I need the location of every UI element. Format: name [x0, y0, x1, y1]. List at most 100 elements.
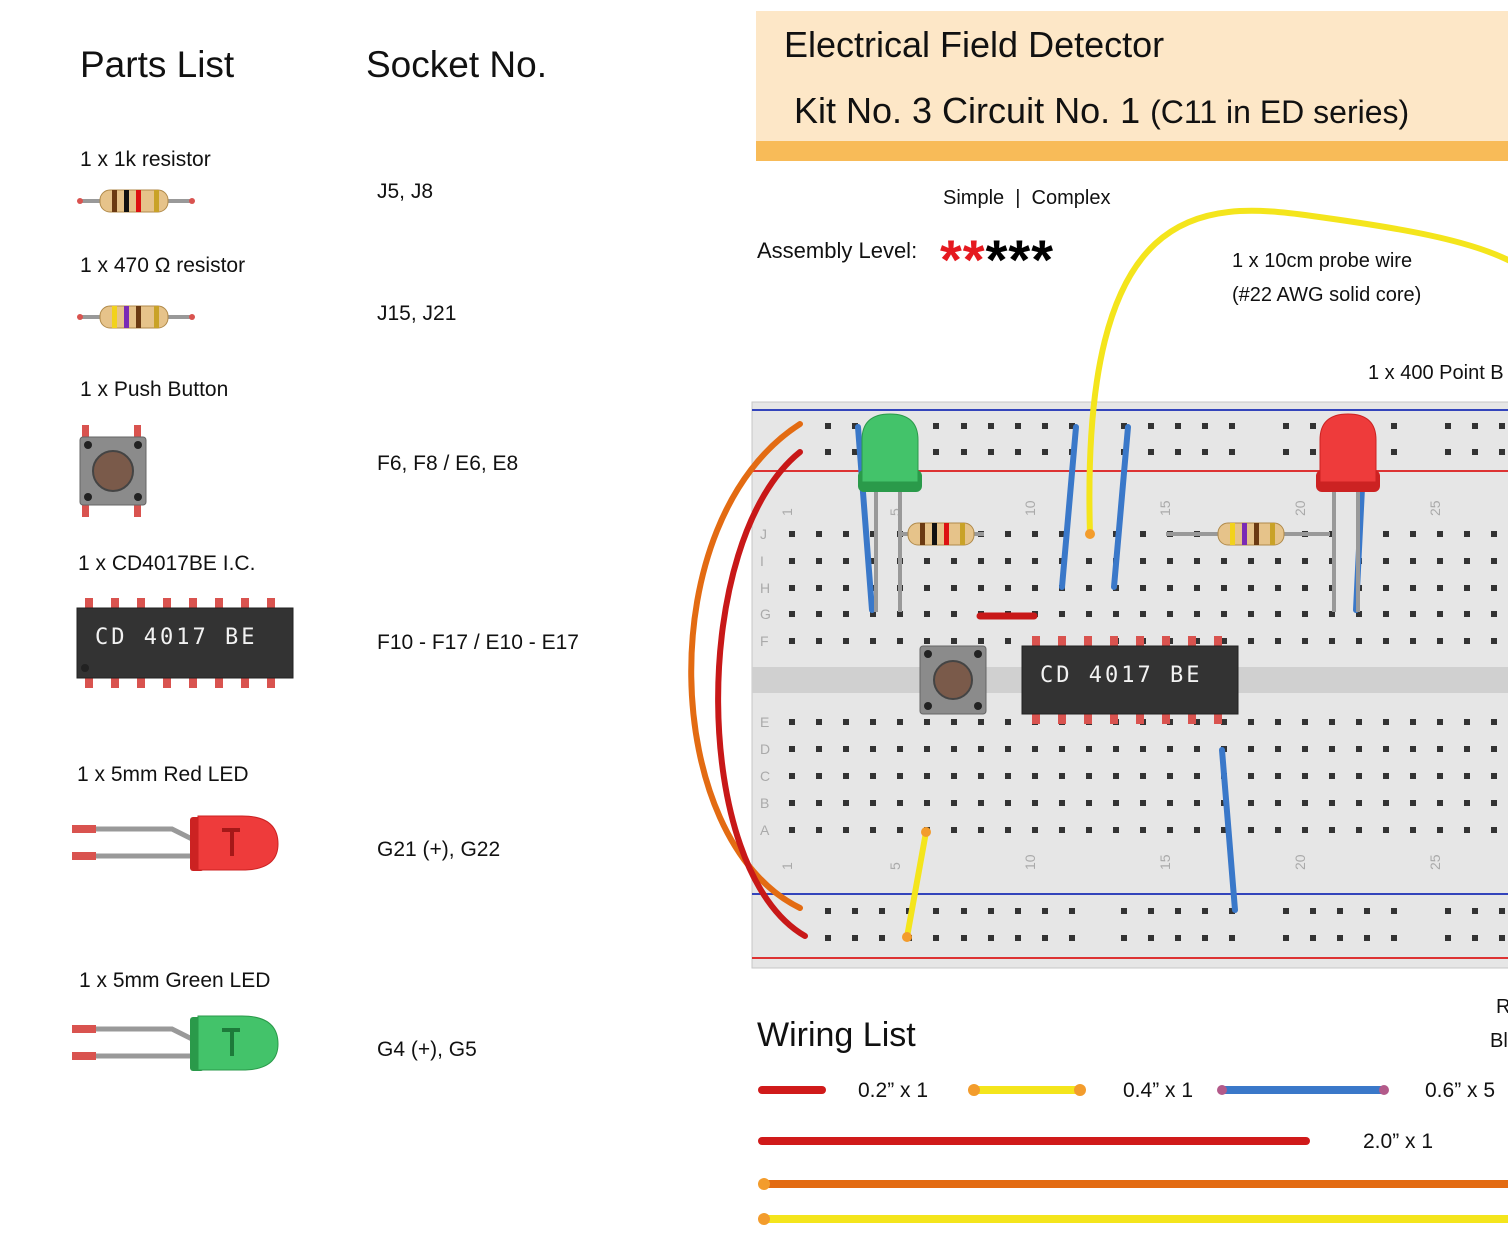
- breadboard-hole: [1005, 531, 1011, 537]
- rail-hole: [1310, 449, 1316, 455]
- breadboard-hole: [789, 638, 795, 644]
- breadboard-hole: [1059, 531, 1065, 537]
- breadboard-hole: [1464, 611, 1470, 617]
- ic-pin: [1162, 636, 1170, 648]
- breadboard-hole: [1356, 746, 1362, 752]
- breadboard-hole: [870, 558, 876, 564]
- rail-hole: [852, 449, 858, 455]
- breadboard-hole: [1356, 638, 1362, 644]
- rail-hole: [852, 423, 858, 429]
- rail-hole: [1202, 935, 1208, 941]
- breadboard-hole: [1329, 773, 1335, 779]
- breadboard-hole: [1410, 827, 1416, 833]
- breadboard-hole: [1464, 638, 1470, 644]
- breadboard-row-letter: G: [760, 606, 771, 622]
- breadboard-hole: [924, 638, 930, 644]
- breadboard-hole: [1167, 611, 1173, 617]
- breadboard-hole: [978, 773, 984, 779]
- breadboard-hole: [897, 611, 903, 617]
- breadboard-hole: [1464, 800, 1470, 806]
- breadboard-hole: [1302, 773, 1308, 779]
- board-ic-label: CD 4017 BE: [1040, 663, 1202, 688]
- rail-hole: [1175, 935, 1181, 941]
- rail-hole: [1445, 449, 1451, 455]
- breadboard-hole: [816, 773, 822, 779]
- breadboard-hole: [816, 827, 822, 833]
- breadboard-hole: [1491, 531, 1497, 537]
- breadboard-hole: [951, 719, 957, 725]
- breadboard-column-number: 10: [1022, 854, 1038, 870]
- breadboard-hole: [1140, 531, 1146, 537]
- breadboard-hole: [1248, 558, 1254, 564]
- breadboard-hole: [789, 719, 795, 725]
- breadboard-hole: [924, 773, 930, 779]
- breadboard-hole: [924, 800, 930, 806]
- breadboard-hole: [978, 558, 984, 564]
- breadboard-hole: [1059, 746, 1065, 752]
- wire-sample-yellow: [968, 1084, 1086, 1096]
- breadboard-hole: [1491, 611, 1497, 617]
- breadboard-hole: [1248, 638, 1254, 644]
- breadboard-hole: [951, 800, 957, 806]
- rail-hole: [1391, 423, 1397, 429]
- breadboard-hole: [816, 585, 822, 591]
- ic-pin: [1188, 712, 1196, 724]
- breadboard-hole: [1275, 611, 1281, 617]
- rail-hole: [1175, 423, 1181, 429]
- breadboard-row-letter: B: [760, 795, 769, 811]
- breadboard-hole: [1275, 558, 1281, 564]
- rail-hole: [1229, 908, 1235, 914]
- breadboard-hole: [951, 746, 957, 752]
- breadboard-hole: [951, 611, 957, 617]
- breadboard-hole: [897, 827, 903, 833]
- blue-jumper-3: [1219, 747, 1238, 913]
- breadboard-hole: [1302, 800, 1308, 806]
- breadboard-hole: [978, 746, 984, 752]
- ic-pin: [1188, 636, 1196, 648]
- breadboard-hole: [1005, 638, 1011, 644]
- rail-hole: [988, 935, 994, 941]
- rail-hole: [1069, 908, 1075, 914]
- breadboard-hole: [951, 827, 957, 833]
- breadboard-hole: [843, 800, 849, 806]
- breadboard-hole: [1140, 773, 1146, 779]
- socket-resistor-1k: J5, J8: [377, 180, 434, 203]
- breadboard-hole: [1167, 773, 1173, 779]
- kit-circuit-label: Kit No. 3 Circuit No. 1: [794, 90, 1141, 131]
- rail-hole: [933, 449, 939, 455]
- breadboard-hole: [1356, 827, 1362, 833]
- breadboard-hole: [1275, 585, 1281, 591]
- breadboard-hole: [870, 746, 876, 752]
- rail-hole: [825, 935, 831, 941]
- breadboard-hole: [1005, 719, 1011, 725]
- breadboard-hole: [1140, 558, 1146, 564]
- rail-hole: [1364, 908, 1370, 914]
- page-subtitle: Kit No. 3 Circuit No. 1 (C11 in ED serie…: [794, 90, 1409, 132]
- ic-pin: [1084, 712, 1092, 724]
- breadboard-hole: [816, 558, 822, 564]
- ic-chip-label: CD 4017 BE: [95, 625, 257, 650]
- breadboard-hole: [1329, 719, 1335, 725]
- breadboard-hole: [1437, 531, 1443, 537]
- rail-hole: [1121, 908, 1127, 914]
- breadboard-hole: [1113, 800, 1119, 806]
- rail-hole: [1121, 423, 1127, 429]
- breadboard-hole: [1410, 611, 1416, 617]
- ic-pin: [1084, 636, 1092, 648]
- breadboard-hole: [1194, 773, 1200, 779]
- breadboard-hole: [1059, 800, 1065, 806]
- series-label: (C11 in ED series): [1150, 94, 1410, 130]
- ic-pin: [1032, 636, 1040, 648]
- breadboard-hole: [1302, 585, 1308, 591]
- breadboard-hole: [1383, 773, 1389, 779]
- breadboard-column-number: 1: [779, 508, 795, 516]
- ic-pin: [1058, 712, 1066, 724]
- breadboard-hole: [1194, 611, 1200, 617]
- probe-wire: [1086, 207, 1508, 537]
- breadboard-hole: [1302, 827, 1308, 833]
- breadboard-hole: [1437, 773, 1443, 779]
- rail-hole: [1175, 449, 1181, 455]
- breadboard-hole: [1356, 773, 1362, 779]
- breadboard-hole: [1032, 827, 1038, 833]
- rating-star: *: [940, 228, 963, 291]
